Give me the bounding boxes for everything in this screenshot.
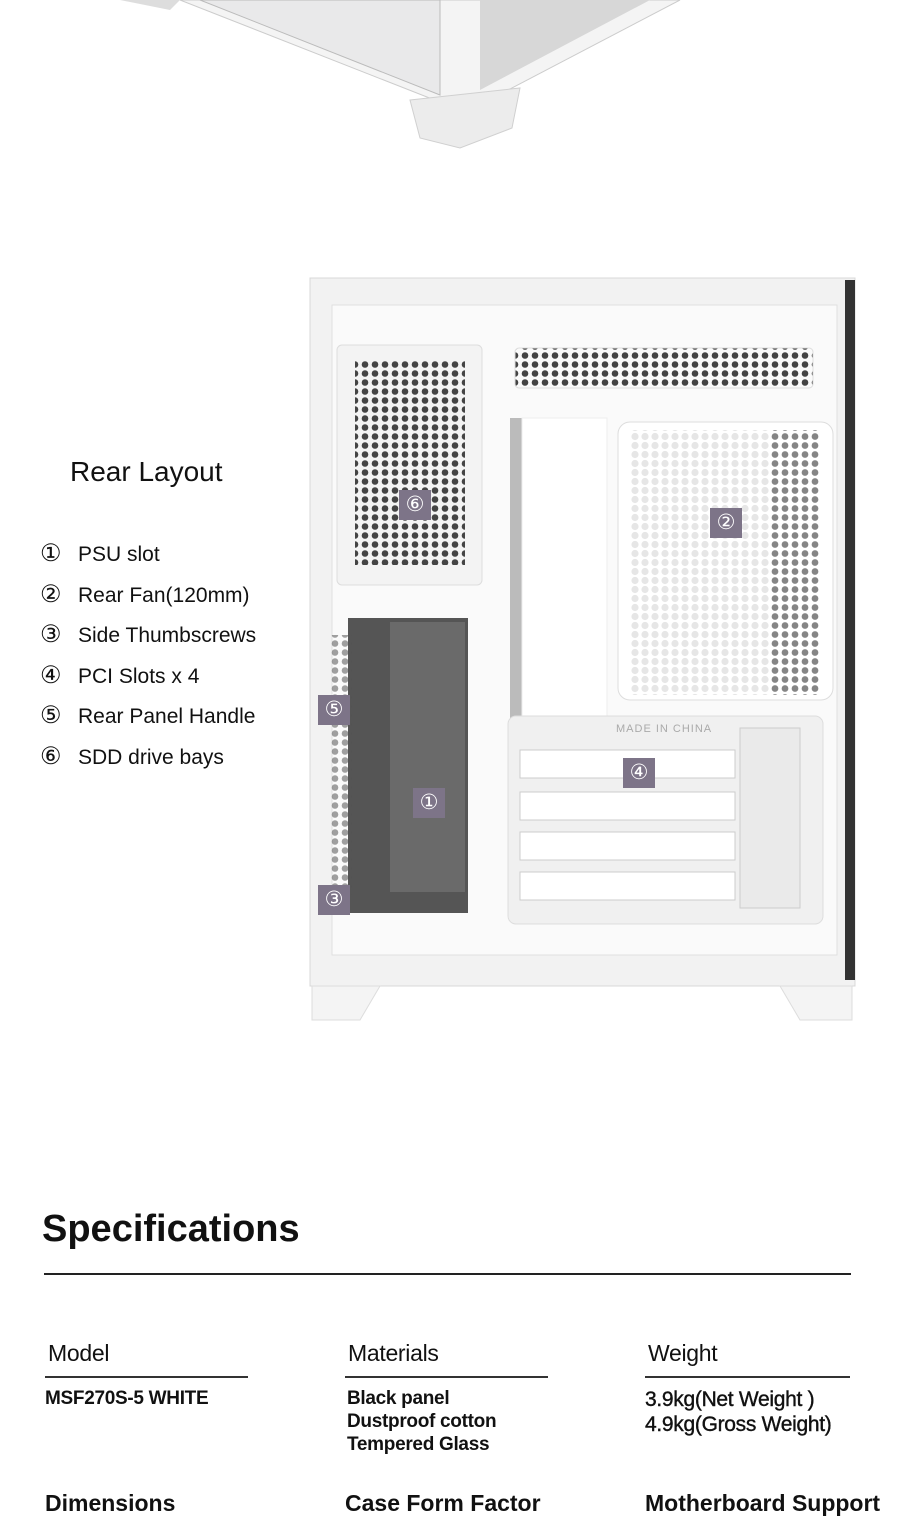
case-rear-image [309,277,856,1021]
rear-layout-legend: ① PSU slot ② Rear Fan(120mm) ③ Side Thumbsc… [40,540,256,783]
spec-value: 3.9kg(Net Weight ) 4.9kg(Gross Weight) [645,1387,875,1437]
spec-heading-motherboard: Motherboard Support [645,1490,881,1516]
legend-item: ② Rear Fan(120mm) [40,581,256,622]
legend-item: ⑥ SDD drive bays [40,743,256,784]
spec-value: MSF270S-5 WHITE [45,1387,255,1410]
legend-num: ④ [40,661,62,689]
legend-label: PSU slot [78,543,160,566]
spec-heading: Model [48,1340,110,1366]
case-top-image [120,0,681,149]
spec-line: MSF270S-5 WHITE [45,1388,209,1409]
marker-thumbscrews: ③ [318,885,350,915]
legend-label: Side Thumbscrews [78,624,257,647]
marker-rear-fan: ② [710,508,742,538]
legend-num: ① [40,540,62,567]
rear-layout-title: Rear Layout [70,456,223,487]
legend-num: ⑤ [40,702,62,729]
spec-line: 3.9kg(Net Weight ) [645,1388,815,1411]
marker-psu: ① [413,788,445,818]
spec-heading: Materials [348,1340,439,1366]
legend-item: ① PSU slot [40,540,256,581]
legend-item: ⑤ Rear Panel Handle [40,702,256,743]
spec-line: Dustproof cotton [347,1411,497,1432]
specifications-title: Specifications [42,1208,300,1250]
legend-label: Rear Panel Handle [78,705,256,728]
legend-num: ② [40,580,62,608]
marker-pci: ④ [623,758,655,788]
legend-item: ③ Side Thumbscrews [40,621,256,662]
legend-label: Rear Fan(120mm) [78,583,250,607]
spec-line: 4.9kg(Gross Weight) [645,1413,832,1436]
legend-label: PCI Slots x 4 [78,664,200,688]
divider [44,1273,851,1275]
spec-heading-dimensions: Dimensions [45,1490,176,1516]
legend-num: ③ [40,621,62,648]
spec-weight: Weight 3.9kg(Net Weight ) 4.9kg(Gross We… [645,1340,875,1437]
marker-handle: ⑤ [318,695,350,725]
spec-line: Black panel [347,1388,450,1409]
spec-heading: Weight [648,1340,718,1366]
spec-value: Black panel Dustproof cotton Tempered Gl… [345,1387,555,1456]
spec-materials: Materials Black panel Dustproof cotton T… [345,1340,555,1456]
made-in-china-label: MADE IN CHINA [616,723,713,735]
legend-label: SDD drive bays [78,745,224,769]
legend-num: ⑥ [40,742,62,770]
legend-item: ④ PCI Slots x 4 [40,662,256,703]
divider [345,1376,548,1378]
spec-model: Model MSF270S-5 WHITE [45,1340,255,1410]
divider [645,1376,850,1378]
marker-ssd: ⑥ [399,490,431,520]
spec-line: Tempered Glass [347,1434,490,1455]
spec-heading-form-factor: Case Form Factor [345,1490,541,1516]
divider [45,1376,248,1378]
